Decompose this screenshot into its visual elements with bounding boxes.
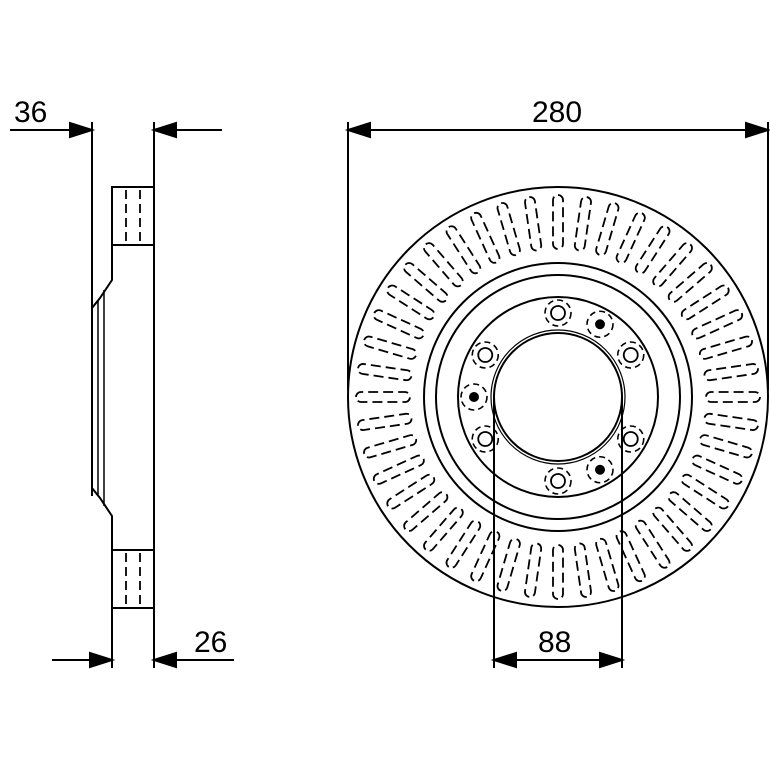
disc-outer-edge [347,186,769,608]
vent-slot [691,454,744,485]
vent-slot [470,530,501,583]
vent-slot [652,242,693,288]
bolt-hole [616,341,645,369]
vent-slot [595,537,620,592]
bolt-hole [616,425,645,453]
bore-chamfer [490,329,626,465]
bolt-hole [544,467,572,495]
front-view [347,186,769,608]
vent-slot [496,537,521,592]
vent-slot [524,196,543,252]
dimension-88 [490,397,626,669]
vent-slot [703,363,759,382]
vent-slot [703,412,759,431]
vent-slot [470,211,501,264]
vent-slot [403,262,449,303]
vent-slot [363,335,418,360]
vent-slot [634,519,671,569]
vent-slot [667,491,713,532]
bolt-hole [586,310,614,339]
vent-slot [705,391,761,403]
hat-wall [457,296,659,498]
vent-slot [423,242,464,288]
vent-slot [372,309,425,340]
dimension-label-26: 26 [194,626,227,659]
vent-slot [363,434,418,459]
vent-slot [680,473,730,510]
vent-slot [357,412,413,431]
vent-slot [357,363,413,382]
vent-slot [386,284,436,321]
vent-slot [355,391,411,403]
vent-slot [552,194,564,250]
side-vent-channels [125,190,141,605]
side-view [91,122,155,668]
side-ring-top [111,186,155,246]
vent-slot [595,202,620,257]
bolt-hole [544,299,572,327]
vent-slot [634,225,671,275]
vent-slot [496,202,521,257]
vent-slot [667,262,713,303]
vent-slot [573,196,592,252]
vent-slot [680,284,730,321]
bolt-hole [586,455,614,484]
hat-outer-edge [435,274,681,520]
bolt-hole-pattern [460,299,645,495]
vent-slot [552,544,564,600]
vent-slot [698,335,753,360]
dimension-26 [52,651,234,669]
vent-slot [524,542,543,598]
vent-slot [386,473,436,510]
vent-slot [691,309,744,340]
dimension-label-88: 88 [538,626,571,659]
friction-ring-inner-edge [423,262,693,532]
dimension-label-36: 36 [14,96,47,129]
vent-slot-pattern [355,194,761,600]
side-ring-bottom [111,549,155,609]
dimension-36 [10,121,222,139]
vent-slot [403,491,449,532]
vent-slot [615,530,646,583]
bolt-hole [471,425,500,453]
vent-slot [573,542,592,598]
vent-slot [445,225,482,275]
bolt-hole [460,383,488,411]
center-bore [493,332,623,462]
vent-slot [423,506,464,552]
vent-slot [372,454,425,485]
vent-slot [652,506,693,552]
vent-slot [615,211,646,264]
dimension-label-280: 280 [532,96,582,129]
vent-slot [445,519,482,569]
dimension-280 [344,121,770,390]
vent-slot [698,434,753,459]
side-hat-profile [91,245,113,550]
bolt-hole [471,341,500,369]
